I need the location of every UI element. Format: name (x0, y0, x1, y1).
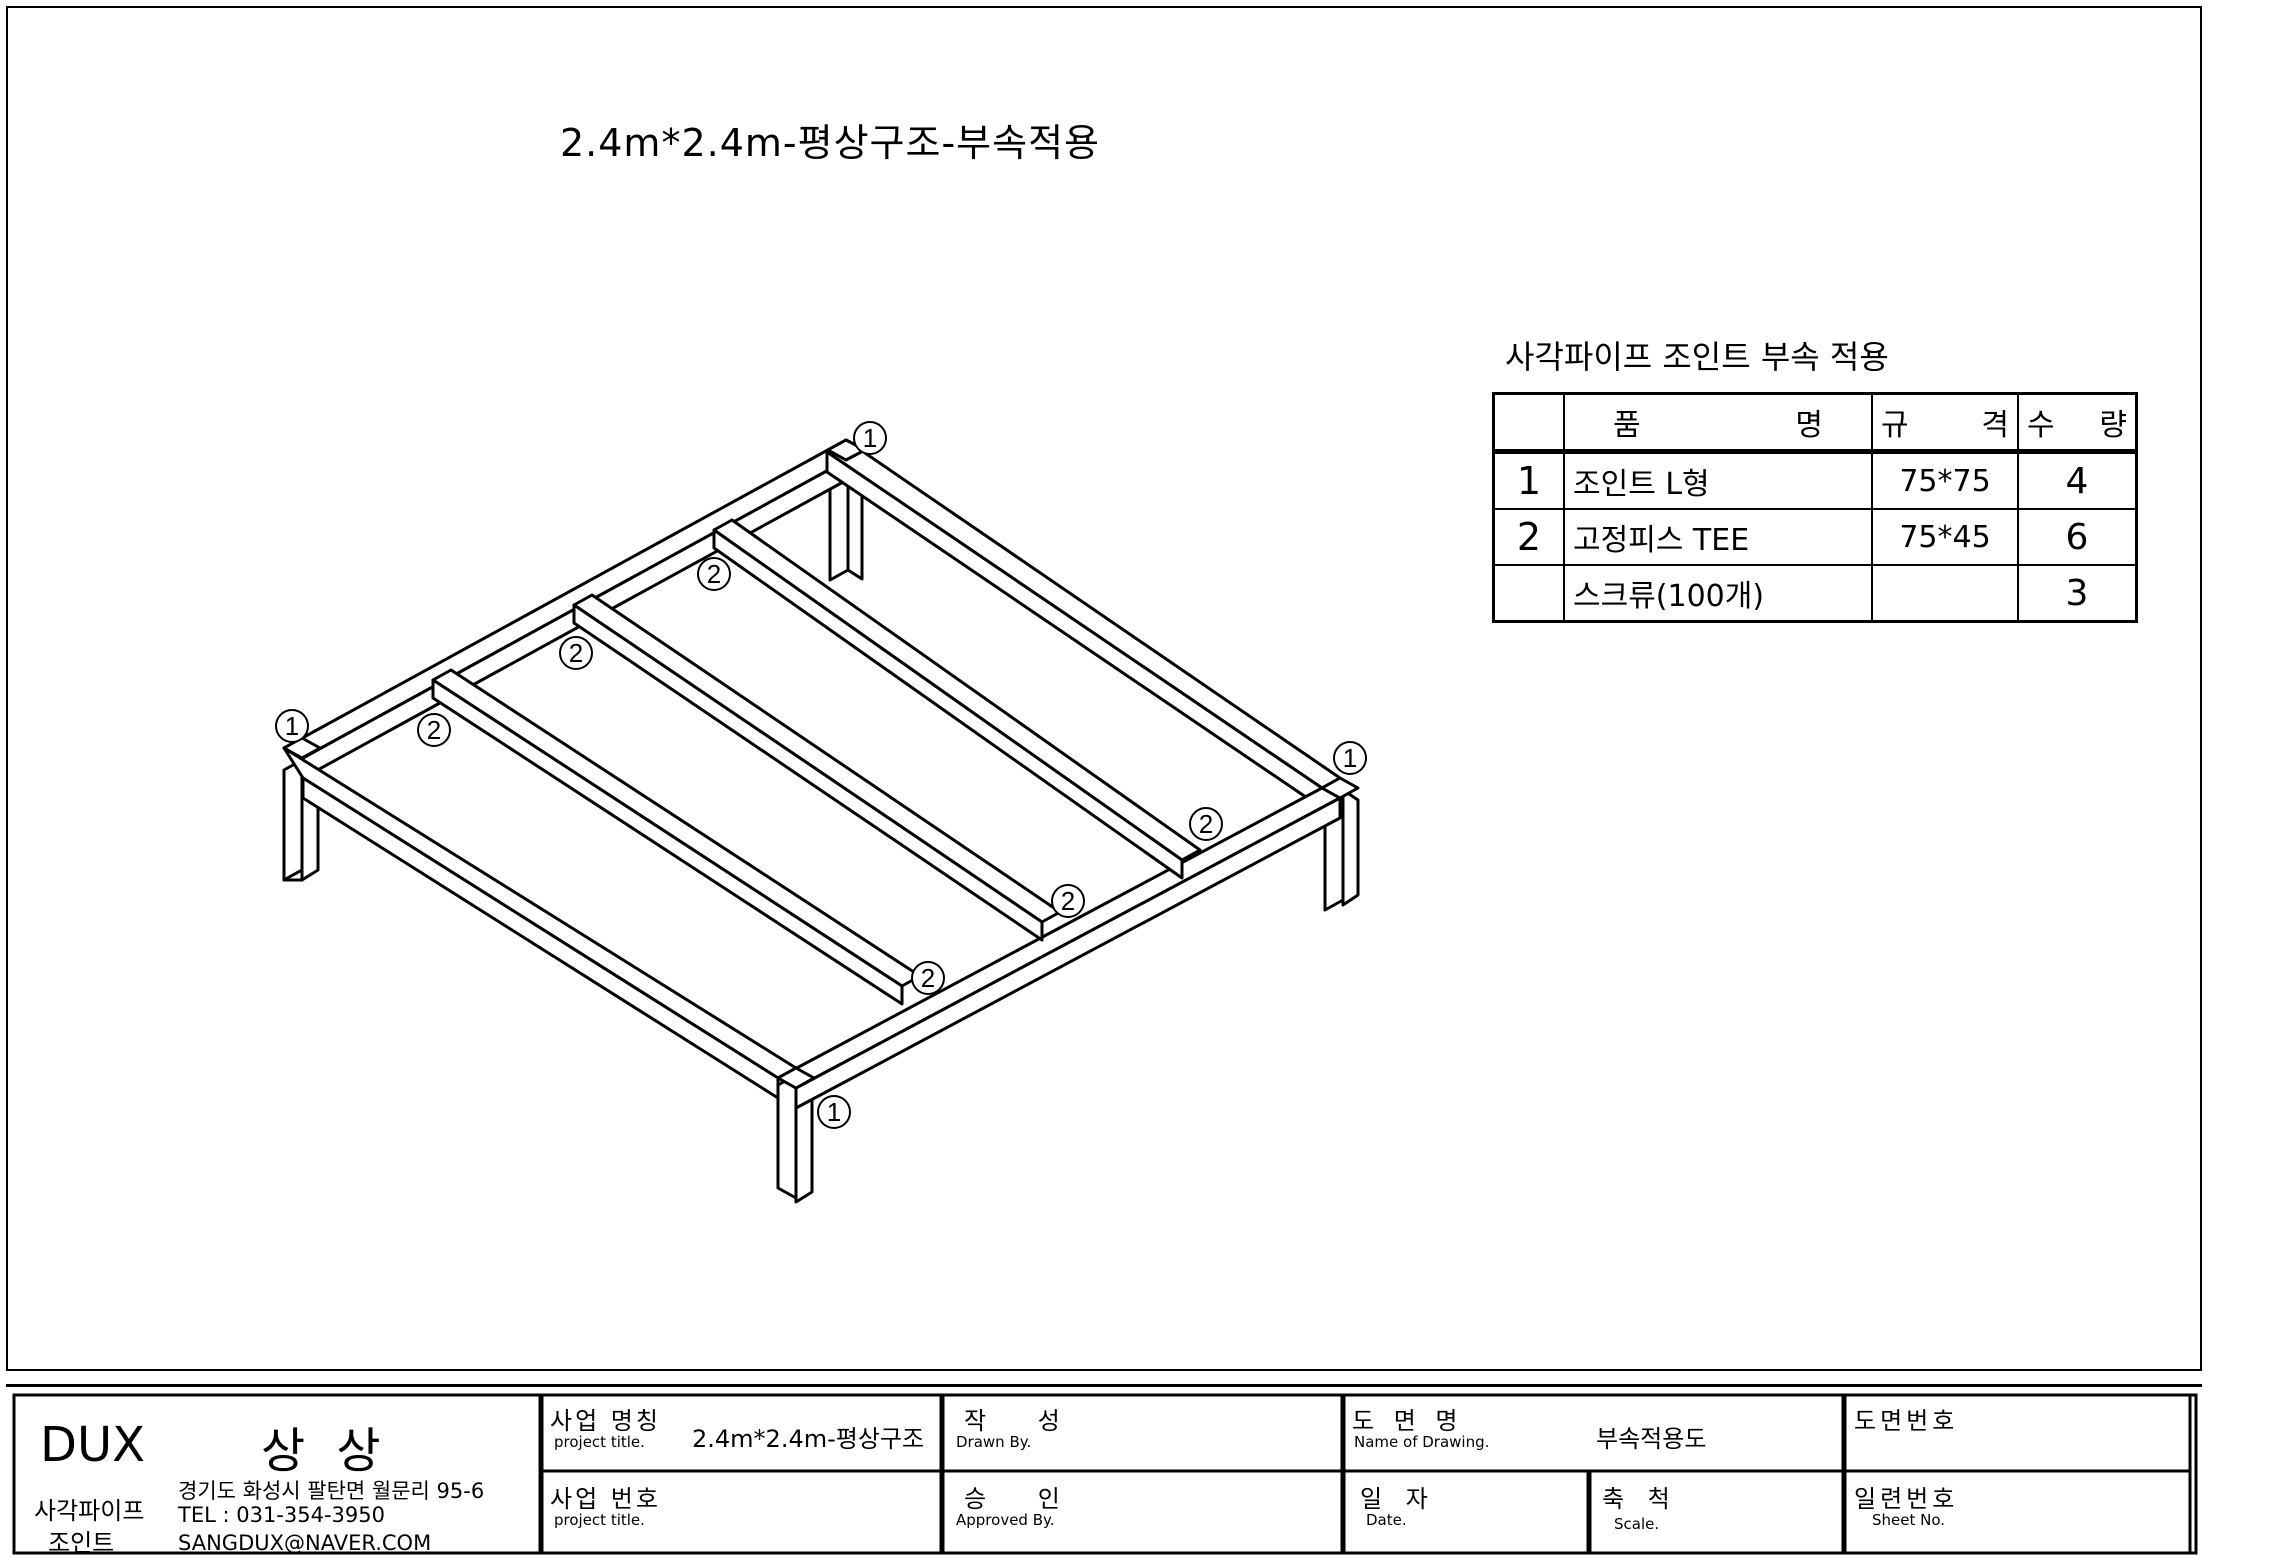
svg-text:2: 2 (921, 963, 935, 993)
callout-2-a: 2 (417, 713, 451, 747)
row-name: 스크류(100개) (1563, 564, 1873, 623)
row-spec: 75*45 (1871, 508, 2019, 566)
callout-1-right: 1 (1333, 741, 1367, 775)
row-no: 1 (1492, 450, 1565, 510)
rail-right (825, 438, 1342, 810)
scale-label: 축 척 (1602, 1485, 1678, 1513)
approved-by-label: 승 인 (964, 1485, 1082, 1513)
crossbar-2 (572, 593, 1062, 942)
svg-text:2: 2 (707, 559, 721, 589)
svg-text:1: 1 (1343, 743, 1357, 773)
company-email: SANGDUX@NAVER.COM (178, 1531, 432, 1555)
svg-text:1: 1 (827, 1097, 841, 1127)
svg-text:2: 2 (1199, 809, 1213, 839)
crossbar-3 (712, 518, 1202, 880)
svg-text:1: 1 (863, 423, 877, 453)
row-no: 2 (1492, 508, 1565, 566)
project-name-value: 2.4m*2.4m-평상구조 (692, 1425, 925, 1453)
corner-cap-front (776, 1066, 816, 1090)
row-no (1492, 564, 1565, 623)
project-name-label: 사업 명칭 (550, 1407, 661, 1435)
drawing-title: 2.4m*2.4m-평상구조-부속적용 (560, 121, 1101, 165)
svg-text:2: 2 (427, 715, 441, 745)
callout-2-f: 2 (1189, 807, 1223, 841)
table-row: 스크류(100개) 3 (1492, 564, 2138, 623)
company-address: 경기도 화성시 팔탄면 월문리 95-6 (178, 1479, 485, 1503)
callout-2-b: 2 (559, 636, 593, 670)
svg-text:2: 2 (569, 638, 583, 668)
callout-1-top: 1 (853, 421, 887, 455)
company-tel: TEL : 031-354-3950 (178, 1503, 385, 1527)
table-row: 1 조인트 L형 75*75 4 (1492, 450, 2138, 510)
scale-sub: Scale. (1614, 1515, 1660, 1533)
sheet-no-label: 일련번호 (1854, 1485, 1959, 1513)
row-qty: 3 (2017, 564, 2138, 623)
callout-2-e: 2 (1051, 884, 1085, 918)
sheet-no-sub: Sheet No. (1872, 1511, 1946, 1529)
row-qty: 4 (2017, 450, 2138, 510)
table-row: 2 고정피스 TEE 75*45 6 (1492, 508, 2138, 566)
row-spec: 75*75 (1871, 450, 2019, 510)
date-sub: Date. (1366, 1511, 1407, 1529)
product-line-1: 사각파이프 (34, 1497, 145, 1525)
header-no (1492, 392, 1565, 454)
drawn-by-sub: Drawn By. (956, 1433, 1032, 1451)
company-name: 상 상 (261, 1423, 389, 1479)
crossbar-1 (431, 668, 922, 1006)
project-no-sub: project title. (554, 1511, 645, 1529)
callout-2-c: 2 (697, 557, 731, 591)
row-qty: 6 (2017, 508, 2138, 566)
callout-1-front: 1 (817, 1095, 851, 1129)
callout-2-d: 2 (911, 961, 945, 995)
title-block-grid (12, 1393, 2198, 1555)
row-name: 조인트 L형 (1563, 450, 1873, 510)
row-spec (1871, 564, 2019, 623)
drawn-by-label: 작 성 (964, 1407, 1082, 1435)
approved-by-sub: Approved By. (956, 1511, 1055, 1529)
drawing-sheet-border (6, 6, 2202, 1371)
row-name: 고정피스 TEE (1563, 508, 1873, 566)
date-label: 일 자 (1360, 1485, 1436, 1513)
parts-table-caption: 사각파이프 조인트 부속 적용 (1505, 338, 1889, 376)
drawing-name-sub: Name of Drawing. (1354, 1433, 1490, 1451)
svg-text:2: 2 (1061, 886, 1075, 916)
rail-front-left (282, 746, 798, 1100)
corner-cap-right (1320, 776, 1360, 800)
svg-text:1: 1 (285, 711, 299, 741)
drawing-name-label: 도 면 명 (1352, 1407, 1464, 1435)
drawing-name-value: 부속적용도 (1596, 1425, 1707, 1453)
project-no-label: 사업 번호 (550, 1485, 661, 1513)
project-name-sub: project title. (554, 1433, 645, 1451)
product-line-2: 조인트 (48, 1529, 115, 1557)
company-brand: DUX (40, 1417, 145, 1473)
title-block: DUX 상 상 사각파이프 조인트 경기도 화성시 팔탄면 월문리 95-6 T… (6, 1384, 2202, 1557)
drawing-no-label: 도면번호 (1854, 1407, 1959, 1435)
callout-1-left: 1 (275, 709, 309, 743)
